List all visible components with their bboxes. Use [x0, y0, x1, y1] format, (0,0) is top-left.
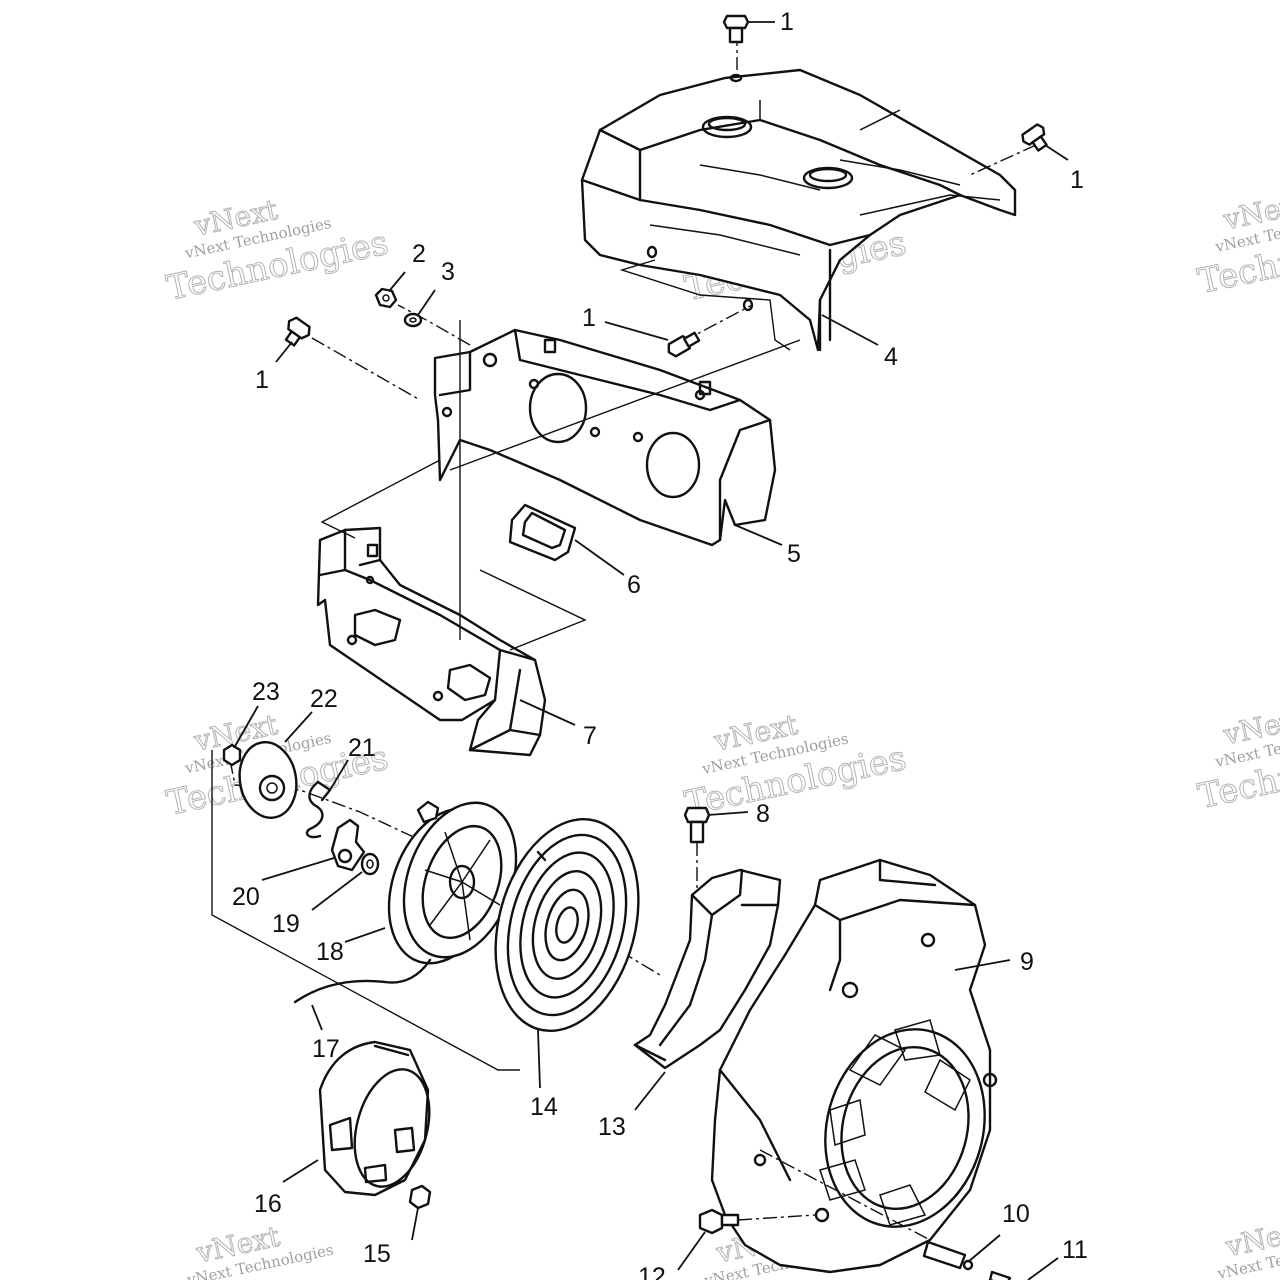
watermark-mid-center: vNext vNext Technologies Technologies: [681, 707, 910, 824]
part-6-gasket: [508, 503, 577, 562]
callout-8: 8: [756, 800, 770, 828]
callout-11: 11: [1062, 1236, 1088, 1264]
callout-18: 18: [316, 938, 344, 966]
part-16-starter-cup: [318, 1040, 431, 1197]
part-10-plate: [922, 1240, 974, 1271]
callout-17: 17: [312, 1035, 340, 1063]
bolt-1-left: [284, 316, 311, 347]
part-23-nut: [222, 743, 242, 767]
callout-13: 13: [598, 1113, 626, 1141]
part-17-starter-rope: [293, 958, 432, 1004]
part-15-screw: [408, 1184, 432, 1210]
callout-1: 1: [255, 366, 269, 394]
bolt-1-right: [1021, 123, 1048, 152]
baffle-port-1: [528, 372, 588, 444]
callout-1: 1: [582, 304, 596, 332]
part-14-recoil-spring: [494, 818, 640, 1032]
callout-22: 22: [310, 685, 338, 713]
callout-14: 14: [530, 1093, 558, 1121]
part-4-upper-shroud: [580, 68, 1017, 352]
callout-1: 1: [1070, 166, 1084, 194]
alignment-lines-upper: [311, 32, 1037, 651]
part-8-bolt: [683, 806, 711, 844]
bracket-port-2: [446, 663, 492, 702]
nut-2: [374, 287, 398, 309]
part-19-bushing: [360, 852, 380, 876]
baffle-port-2: [645, 431, 701, 499]
watermark-bottom-right: vNext vNext Technologies: [1215, 1213, 1280, 1280]
leader-lines: [233, 21, 1069, 1280]
bolt-1-center: [667, 331, 701, 358]
callout-2: 2: [412, 240, 426, 268]
callout-12: 12: [638, 1263, 666, 1280]
callout-23: 23: [252, 678, 280, 706]
part-5-baffle-plate: [433, 328, 777, 547]
part-20-pawl: [330, 818, 366, 872]
callout-labels: 1 1 1 1 2 3 4 5 6 7 8 9 10 11 12 13 14 1…: [232, 8, 1088, 1280]
bolt-1-top: [722, 14, 750, 44]
recoil-group-outline: [211, 750, 520, 1071]
part-22-cover-plate: [238, 741, 298, 819]
callout-20: 20: [232, 883, 260, 911]
callout-4: 4: [884, 343, 898, 371]
part-7-exhaust-bracket: [316, 526, 547, 757]
callout-1: 1: [780, 8, 794, 36]
watermark-top-left: vNext vNext Technologies Technologies: [163, 192, 392, 309]
washer-3: [403, 312, 423, 328]
callout-7: 7: [583, 722, 597, 750]
callout-9: 9: [1020, 948, 1034, 976]
part-11-pin: [988, 1270, 1012, 1280]
callout-15: 15: [363, 1240, 391, 1268]
callout-10: 10: [1002, 1200, 1030, 1228]
callout-3: 3: [441, 258, 455, 286]
callout-16: 16: [254, 1190, 282, 1218]
callout-5: 5: [787, 540, 801, 568]
callout-21: 21: [348, 734, 376, 762]
callout-6: 6: [627, 571, 641, 599]
watermark-mid-right: vNext vNext Technologies Technologies: [1194, 701, 1280, 817]
watermark-bottom-left: vNext vNext Technologies: [185, 1219, 335, 1280]
bracket-port-1: [353, 608, 402, 647]
watermark-top-right: vNext vNext Technologies Technologies: [1194, 186, 1280, 302]
callout-19: 19: [272, 910, 300, 938]
part-13-mount-bracket: [633, 868, 782, 1070]
part-9-fan-housing: [710, 858, 998, 1274]
